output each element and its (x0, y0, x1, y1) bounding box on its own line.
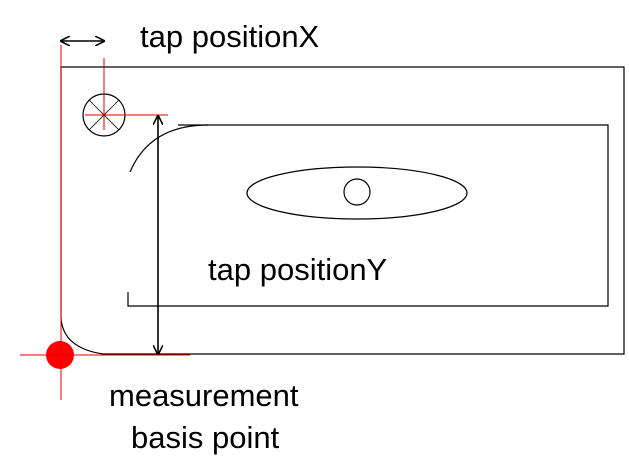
basis-point-icon (20, 330, 100, 400)
inner-slot-edge (127, 124, 609, 307)
inner-slot-arc (129, 124, 209, 173)
basis-point-label-line1: measurement (109, 378, 299, 413)
plate-edge (60, 66, 625, 355)
center-feature (246, 166, 468, 220)
guide-lines (20, 45, 190, 400)
dimension-arrows (62, 41, 158, 353)
tap-position-x-label: tap positionX (140, 19, 320, 54)
center-hole (343, 178, 371, 206)
plate-outline (60, 66, 625, 355)
basis-point-label-line2: basis point (131, 420, 280, 455)
tap-position-y-label: tap positionY (208, 252, 387, 287)
center-ellipse (246, 166, 468, 220)
